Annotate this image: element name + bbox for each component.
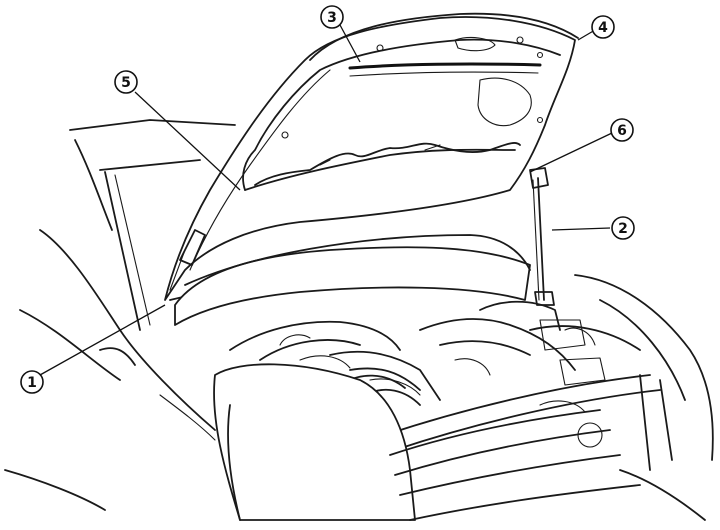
callout-2-label: 2 <box>618 221 628 237</box>
callout-4-label: 4 <box>598 20 608 36</box>
callout-1-label: 1 <box>27 375 37 391</box>
callout-5: 5 <box>114 70 138 94</box>
callout-3: 3 <box>320 5 344 29</box>
hood-stay-rod <box>529 167 555 306</box>
callout-2: 2 <box>611 216 635 240</box>
callout-5-label: 5 <box>121 75 131 91</box>
engine-compartment <box>174 234 661 451</box>
callout-6-label: 6 <box>617 123 627 139</box>
callout-6: 6 <box>610 118 634 142</box>
callout-1: 1 <box>20 370 44 394</box>
callout-4: 4 <box>591 15 615 39</box>
leader-lines <box>39 24 613 376</box>
hood <box>164 12 579 301</box>
front-fender <box>213 274 714 521</box>
callout-3-label: 3 <box>327 10 337 26</box>
